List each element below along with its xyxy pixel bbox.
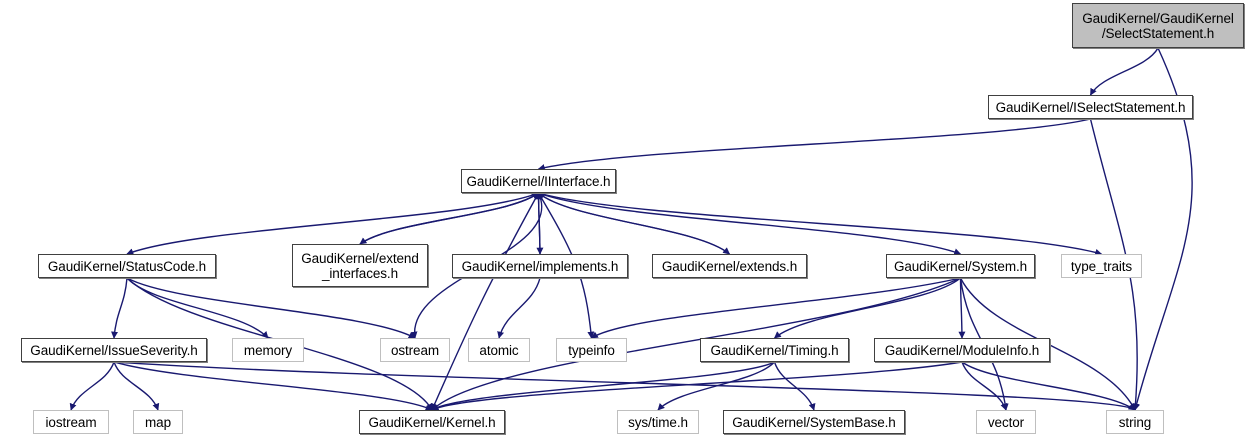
graph-edge-issueseverity-to-iostream <box>69 361 115 411</box>
graph-node-systembase[interactable]: GaudiKernel/SystemBase.h <box>723 410 905 434</box>
graph-edge-timing-to-kernel <box>431 361 775 411</box>
graph-node-typeinfo[interactable]: typeinfo <box>556 338 627 362</box>
graph-node-iostream[interactable]: iostream <box>33 410 109 434</box>
graph-edge-root-to-iselectstatement <box>1089 47 1159 96</box>
graph-node-statuscode[interactable]: GaudiKernel/StatusCode.h <box>38 254 216 278</box>
graph-edge-moduleinfo-to-vector <box>961 361 1008 411</box>
graph-node-timing[interactable]: GaudiKernel/Timing.h <box>700 338 849 362</box>
graph-edge-system-to-timing <box>773 277 961 339</box>
graph-node-label: GaudiKernel/extend _interfaces.h <box>301 250 419 281</box>
graph-edge-timing-to-systembase <box>773 361 816 411</box>
graph-edge-iinterface-to-type_traits <box>538 192 1103 256</box>
graph-node-label: map <box>145 414 171 430</box>
graph-node-label: GaudiKernel/GaudiKernel /SelectStatement… <box>1082 10 1234 41</box>
graph-node-label: type_traits <box>1070 258 1133 274</box>
graph-node-label: GaudiKernel/ISelectStatement.h <box>995 99 1186 115</box>
graph-node-label: typeinfo <box>568 342 615 358</box>
graph-node-label: ostream <box>390 342 440 358</box>
graph-edge-iinterface-to-system <box>538 192 962 256</box>
graph-node-ostream[interactable]: ostream <box>380 338 450 362</box>
graph-node-label: GaudiKernel/Timing.h <box>710 342 839 358</box>
graph-edge-system-to-typeinfo <box>590 277 961 339</box>
graph-node-label: GaudiKernel/System.h <box>893 258 1028 274</box>
graph-node-type_traits[interactable]: type_traits <box>1061 254 1142 278</box>
graph-node-string[interactable]: string <box>1106 410 1164 434</box>
graph-edge-iselectstatement-to-iinterface <box>537 118 1091 171</box>
graph-node-memory[interactable]: memory <box>232 338 304 362</box>
graph-edge-iinterface-to-kernel <box>431 192 540 411</box>
graph-edge-extend_ifaces-to-iinterface <box>359 192 540 245</box>
graph-edge-system-to-moduleinfo <box>958 277 966 339</box>
graph-node-label: GaudiKernel/implements.h <box>461 258 619 274</box>
graph-node-system[interactable]: GaudiKernel/System.h <box>886 254 1035 278</box>
graph-node-iselectstatement[interactable]: GaudiKernel/ISelectStatement.h <box>988 95 1193 119</box>
graph-node-extends[interactable]: GaudiKernel/extends.h <box>652 254 807 278</box>
graph-node-label: sys/time.h <box>628 414 688 430</box>
graph-edge-statuscode-to-memory <box>126 277 269 339</box>
graph-node-moduleinfo[interactable]: GaudiKernel/ModuleInfo.h <box>874 338 1050 362</box>
graph-node-label: GaudiKernel/IInterface.h <box>466 173 611 189</box>
graph-edge-moduleinfo-to-kernel <box>431 361 963 411</box>
graph-node-systime[interactable]: sys/time.h <box>617 410 699 434</box>
graph-node-iinterface[interactable]: GaudiKernel/IInterface.h <box>461 169 616 193</box>
graph-edge-issueseverity-to-map <box>113 361 160 411</box>
graph-edge-implements-to-atomic <box>497 277 541 339</box>
graph-node-label: memory <box>243 342 293 358</box>
graph-node-label: atomic <box>479 342 519 358</box>
graph-node-kernel[interactable]: GaudiKernel/Kernel.h <box>359 410 505 434</box>
graph-node-label: GaudiKernel/SystemBase.h <box>732 414 896 430</box>
graph-edge-extends-to-iinterface <box>537 192 730 255</box>
graph-node-vector[interactable]: vector <box>976 410 1036 434</box>
graph-edge-issueseverity-to-kernel <box>113 361 433 411</box>
graph-node-label: GaudiKernel/IssueSeverity.h <box>30 342 198 358</box>
graph-node-label: GaudiKernel/Kernel.h <box>368 414 496 430</box>
graph-edge-issueseverity-to-string <box>113 361 1136 411</box>
graph-node-extend_ifaces[interactable]: GaudiKernel/extend _interfaces.h <box>292 244 428 287</box>
graph-node-label: iostream <box>45 414 97 430</box>
graph-edge-moduleinfo-to-string <box>961 361 1136 411</box>
graph-edge-timing-to-systime <box>657 361 776 411</box>
graph-edge-iinterface-to-extends <box>538 192 731 255</box>
graph-edge-iinterface-to-extend_ifaces <box>359 192 539 245</box>
graph-node-label: GaudiKernel/StatusCode.h <box>47 258 207 274</box>
graph-node-label: string <box>1118 414 1152 430</box>
graph-node-atomic[interactable]: atomic <box>468 338 530 362</box>
graph-node-map[interactable]: map <box>133 410 183 434</box>
graph-edge-implements-to-iinterface <box>535 192 543 255</box>
graph-node-implements[interactable]: GaudiKernel/implements.h <box>452 254 628 278</box>
graph-edge-statuscode-to-issueseverity <box>111 277 128 339</box>
graph-node-issueseverity[interactable]: GaudiKernel/IssueSeverity.h <box>21 338 207 362</box>
graph-node-label: GaudiKernel/ModuleInfo.h <box>884 342 1040 358</box>
graph-node-label: GaudiKernel/extends.h <box>661 258 798 274</box>
graph-node-label: vector <box>987 414 1025 430</box>
graph-edge-statuscode-to-ostream <box>126 277 416 339</box>
graph-node-root[interactable]: GaudiKernel/GaudiKernel /SelectStatement… <box>1072 3 1244 48</box>
graph-edge-iinterface-to-implements <box>536 192 544 255</box>
